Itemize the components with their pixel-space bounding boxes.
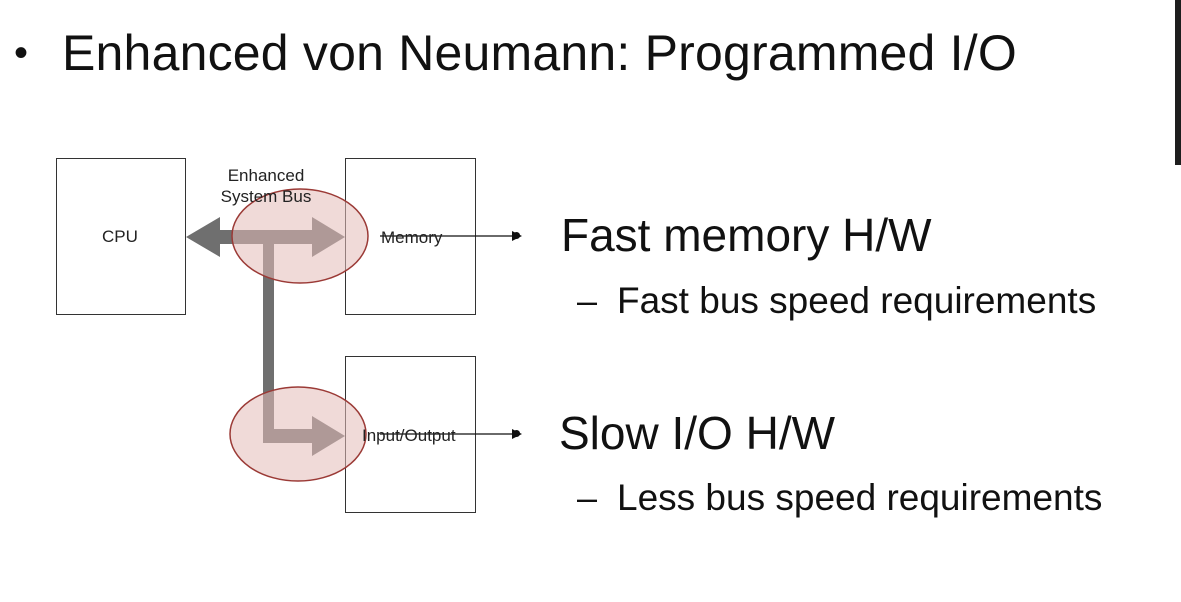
subpoint-fast-bus: – Fast bus speed requirements — [577, 282, 1096, 319]
io-label: Input/Output — [362, 426, 456, 445]
sub-text: Fast bus speed requirements — [617, 280, 1097, 321]
scrollbar-edge[interactable] — [1175, 0, 1181, 165]
point-bullet: • — [512, 220, 522, 250]
system-bus-label-line1: Enhanced — [227, 166, 305, 185]
system-bus-label: Enhanced System Bus — [206, 165, 326, 207]
point-slow-io: • Slow I/O H/W — [512, 410, 835, 456]
memory-label: Memory — [381, 228, 443, 247]
slide-title: • Enhanced von Neumann: Programmed I/O — [14, 18, 1017, 88]
title-text: Enhanced von Neumann: Programmed I/O — [62, 25, 1017, 81]
point-text: Fast memory H/W — [561, 209, 932, 261]
io-connector-arrowhead — [512, 429, 522, 439]
io-bus-line — [263, 237, 274, 439]
cpu-box — [56, 158, 186, 315]
sub-text: Less bus speed requirements — [617, 477, 1103, 518]
point-bullet: • — [512, 418, 522, 448]
sub-dash: – — [577, 279, 598, 321]
sub-dash: – — [577, 476, 598, 518]
point-fast-memory: • Fast memory H/W — [512, 212, 932, 258]
cpu-label: CPU — [102, 227, 138, 246]
memory-bus-highlight — [231, 188, 369, 284]
subpoint-less-bus: – Less bus speed requirements — [577, 479, 1102, 516]
system-bus-label-line2: System Bus — [220, 187, 312, 206]
memory-connector-arrowhead — [512, 231, 522, 241]
point-text: Slow I/O H/W — [559, 407, 836, 459]
title-bullet: • — [14, 31, 29, 75]
io-bus-highlight — [229, 386, 367, 482]
